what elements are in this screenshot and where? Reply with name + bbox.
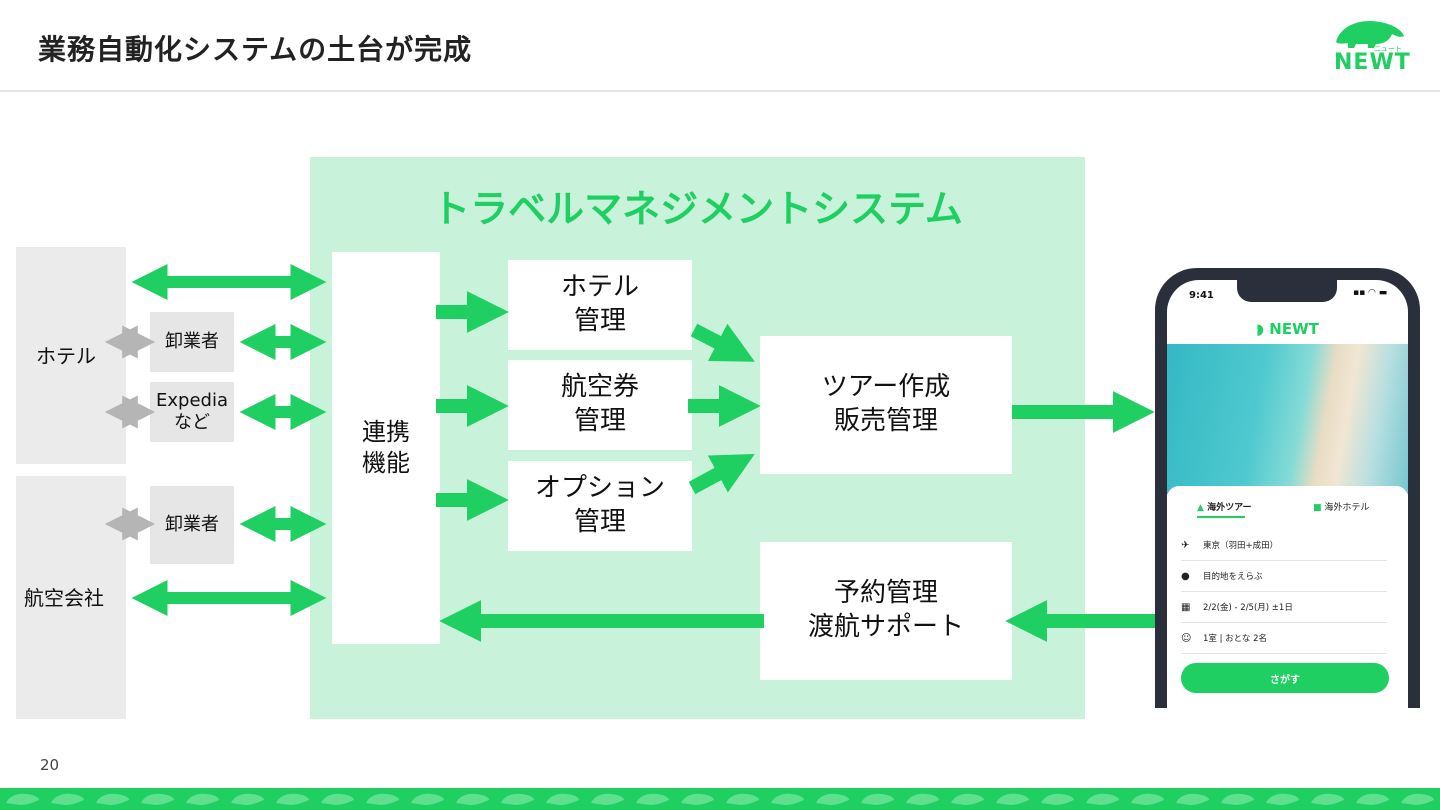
footer-turtle-icon (771, 793, 804, 805)
page-title: 業務自動化システムの土台が完成 (38, 33, 473, 66)
footer-turtle-icon (726, 793, 759, 805)
turtle-icon (1336, 20, 1404, 48)
footer-turtle-icon (456, 793, 489, 805)
turtle-pattern-icon (6, 793, 1434, 805)
app-turtle-icon: ◗ (1256, 320, 1265, 338)
page-number: 20 (40, 756, 60, 774)
arrow-hotel-tour (690, 323, 755, 362)
footer-turtle-icon (231, 793, 264, 805)
search-button[interactable]: さがす (1181, 663, 1389, 693)
footer-turtle-icon (681, 793, 714, 805)
origin-field[interactable]: ✈ 東京（羽田+成田） (1181, 530, 1387, 561)
beach-hero-image (1167, 344, 1408, 494)
option-mgmt-box: オプション 管理 (508, 461, 692, 551)
hotel-tab-icon: ■ (1313, 503, 1322, 513)
expedia-label: Expedia など (156, 390, 228, 433)
footer-turtle-icon (1311, 793, 1344, 805)
footer-turtle-icon (1266, 793, 1299, 805)
wholesaler-box-2: 卸業者 (150, 486, 234, 564)
footer-turtle-icon (861, 793, 894, 805)
wholesaler-box-1: 卸業者 (150, 312, 234, 372)
origin-value: 東京（羽田+成田） (1203, 541, 1279, 551)
tms-title: トラベルマネジメントシステム (432, 187, 963, 231)
status-time: 9:41 (1189, 290, 1214, 301)
footer-turtle-icon (321, 793, 354, 805)
plane-icon: ✈ (1181, 539, 1190, 551)
option-mgmt-label: オプション 管理 (534, 473, 665, 537)
tab-overseas-hotel-label: 海外ホテル (1324, 503, 1370, 513)
phone-mockup: 9:41 ▪▪ ◠ ▬ ◗ NEWT ▲ 海外ツアー ■ 海外ホテル ✈ 東京（… (1155, 268, 1420, 708)
footer-turtle-icon (1401, 793, 1434, 805)
app-logo-text: NEWT (1269, 320, 1319, 338)
footer-turtle-icon (1041, 793, 1074, 805)
app-logo: ◗ NEWT (1167, 320, 1408, 338)
footer-turtle-icon (591, 793, 624, 805)
footer-turtle-icon (951, 793, 984, 805)
location-pin-icon: ● (1181, 570, 1190, 582)
footer-turtle-icon (96, 793, 129, 805)
guests-value: 1室 | おとな 2名 (1203, 634, 1268, 644)
footer-turtle-icon (996, 793, 1029, 805)
hotel-mgmt-label: ホテル 管理 (560, 272, 639, 336)
reservation-box: 予約管理 渡航サポート (760, 542, 1012, 680)
footer-turtle-icon (816, 793, 849, 805)
tab-overseas-tour[interactable]: ▲ 海外ツアー (1197, 500, 1252, 513)
link-function-box: 連携 機能 (332, 252, 440, 644)
hotel-mgmt-box: ホテル 管理 (508, 260, 692, 350)
footer-turtle-icon (411, 793, 444, 805)
footer-turtle-icon (1221, 793, 1254, 805)
air-mgmt-label: 航空券 管理 (560, 372, 639, 436)
footer-turtle-icon (141, 793, 174, 805)
footer-turtle-icon (366, 793, 399, 805)
footer-turtle-icon (276, 793, 309, 805)
guests-field[interactable]: ☺ 1室 | おとな 2名 (1181, 623, 1387, 654)
dates-value: 2/2(金) - 2/5(月) ±1日 (1203, 603, 1293, 613)
airline-label: 航空会社 (24, 585, 104, 610)
newt-logo: ニュート NEWT (1330, 16, 1410, 78)
active-tab-underline (1197, 516, 1245, 518)
footer-turtle-icon (1356, 793, 1389, 805)
footer-turtle-icon (1131, 793, 1164, 805)
arrow-option-tour (688, 453, 755, 495)
footer-turtle-icon (1176, 793, 1209, 805)
reservation-label: 予約管理 渡航サポート (807, 578, 964, 642)
hotel-group: ホテル (16, 247, 126, 464)
wholesaler-label-1: 卸業者 (165, 331, 219, 353)
calendar-icon: ▦ (1181, 601, 1191, 613)
tour-tab-icon: ▲ (1197, 503, 1204, 513)
footer-band (0, 788, 1440, 810)
footer-turtle-icon (6, 793, 39, 805)
link-function-label: 連携 機能 (362, 417, 410, 477)
footer-turtle-icon (186, 793, 219, 805)
person-icon: ☺ (1181, 632, 1192, 644)
phone-screen: 9:41 ▪▪ ◠ ▬ ◗ NEWT ▲ 海外ツアー ■ 海外ホテル ✈ 東京（… (1167, 280, 1408, 708)
search-sheet: ▲ 海外ツアー ■ 海外ホテル ✈ 東京（羽田+成田） ● 目的地をえらぶ ▦ … (1167, 486, 1408, 708)
tab-overseas-hotel[interactable]: ■ 海外ホテル (1313, 500, 1369, 513)
hotel-label: ホテル (36, 343, 96, 368)
dates-field[interactable]: ▦ 2/2(金) - 2/5(月) ±1日 (1181, 592, 1387, 623)
footer-turtle-icon (546, 793, 579, 805)
air-mgmt-box: 航空券 管理 (508, 360, 692, 450)
tab-overseas-tour-label: 海外ツアー (1207, 503, 1252, 513)
destination-value: 目的地をえらぶ (1203, 572, 1263, 582)
logo-text: NEWT (1334, 50, 1411, 75)
phone-notch (1237, 280, 1337, 302)
tour-box: ツアー作成 販売管理 (760, 336, 1012, 474)
wholesaler-label-2: 卸業者 (165, 514, 219, 536)
logo-kana: ニュート (1374, 45, 1402, 53)
footer-turtle-icon (1086, 793, 1119, 805)
signal-wifi-battery-icon: ▪▪ ◠ ▬ (1353, 288, 1388, 298)
footer-turtle-icon (636, 793, 669, 805)
footer-turtle-icon (51, 793, 84, 805)
tour-label: ツアー作成 販売管理 (821, 372, 951, 436)
footer-turtle-icon (501, 793, 534, 805)
header-divider (0, 90, 1440, 92)
expedia-box: Expedia など (150, 382, 234, 442)
footer-turtle-icon (906, 793, 939, 805)
destination-field[interactable]: ● 目的地をえらぶ (1181, 561, 1387, 592)
